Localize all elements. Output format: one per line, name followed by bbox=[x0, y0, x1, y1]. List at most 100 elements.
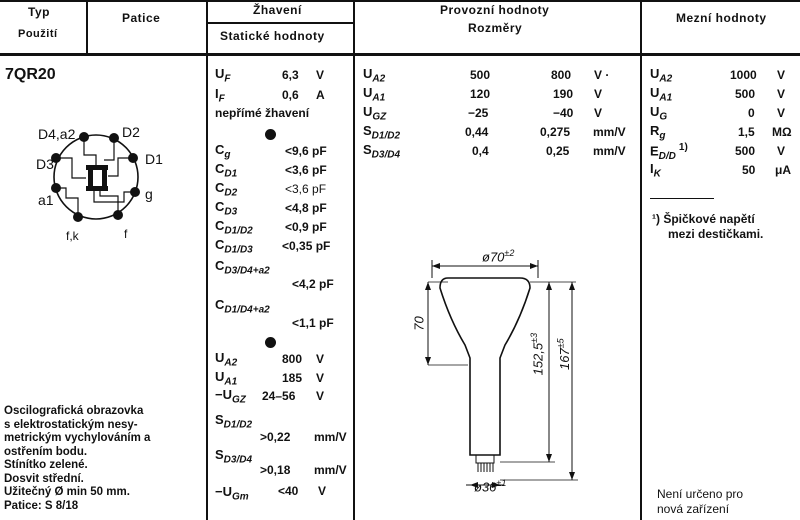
pin-label-fk: f,k bbox=[66, 229, 79, 243]
pin-label-d2: D2 bbox=[122, 124, 140, 140]
header-bottom-rule bbox=[0, 53, 800, 56]
header-rozmery: Rozměry bbox=[468, 21, 523, 35]
cap-symbol: CD1 bbox=[215, 161, 238, 180]
operating-value-1: −25 bbox=[468, 106, 489, 120]
heating-uf-unit: V bbox=[316, 68, 325, 82]
col-rule-2 bbox=[206, 0, 208, 520]
base-pin-diagram bbox=[51, 132, 140, 222]
operating-value-2: −40 bbox=[553, 106, 574, 120]
static-ua2-symbol: UA2 bbox=[215, 350, 238, 369]
cap-symbol: Cg bbox=[215, 142, 231, 161]
limit-value: 1,5 bbox=[738, 125, 755, 139]
notice-line: Není určeno pro bbox=[657, 487, 744, 501]
limit-unit: V bbox=[777, 144, 786, 158]
limit-value: 1000 bbox=[730, 68, 757, 82]
operating-value-1: 120 bbox=[470, 87, 491, 101]
static-ua1-symbol: UA1 bbox=[215, 369, 238, 388]
pin-label-d3: D3 bbox=[36, 156, 54, 172]
header-top-rule bbox=[0, 0, 800, 2]
static-sd12-value: >0,22 bbox=[260, 430, 291, 444]
description-line: Oscilografická obrazovka bbox=[4, 405, 144, 417]
static-ua1-unit: V bbox=[316, 371, 325, 385]
limit-symbol: UA1 bbox=[650, 85, 673, 104]
header-pouziti: Použití bbox=[18, 28, 58, 40]
cap-value: <3,6 pF bbox=[285, 163, 327, 177]
operating-value-2: 0,275 bbox=[540, 125, 571, 139]
static-ugz-unit: V bbox=[316, 389, 325, 403]
bullet-marker bbox=[265, 129, 276, 140]
limit-symbol: IK bbox=[650, 161, 661, 180]
tube-outline-drawing bbox=[425, 260, 578, 488]
operating-value-1: 500 bbox=[470, 68, 491, 82]
col-rule-1 bbox=[86, 0, 88, 54]
operating-unit: V · bbox=[594, 68, 610, 82]
operating-unit: V bbox=[594, 106, 603, 120]
dim-length-2: 167±5 bbox=[555, 338, 572, 370]
cap-value: <9,6 pF bbox=[285, 144, 327, 158]
pin-label-f: f bbox=[124, 227, 128, 241]
static-ua2-unit: V bbox=[316, 352, 325, 366]
col-rule-3 bbox=[353, 0, 355, 520]
operating-unit: mm/V bbox=[593, 144, 626, 158]
operating-value-2: 190 bbox=[553, 87, 574, 101]
cap-symbol: CD3/D4+a2 bbox=[215, 258, 270, 277]
limit-unit: MΩ bbox=[772, 125, 792, 139]
heating-if-unit: A bbox=[316, 88, 325, 102]
static-sd34-symbol: SD3/D4 bbox=[215, 447, 253, 466]
cap-value: <0,35 pF bbox=[282, 239, 331, 253]
dim-neck: 70 bbox=[411, 316, 427, 331]
cap-value: <4,8 pF bbox=[285, 201, 327, 215]
footnote-line: mezi destičkami. bbox=[668, 227, 764, 241]
pin-label-d1: D1 bbox=[145, 151, 163, 167]
static-sd12-symbol: SD1/D2 bbox=[215, 412, 253, 431]
operating-value-2: 800 bbox=[551, 68, 572, 82]
bullet-marker bbox=[265, 337, 276, 348]
notice-line: nová zařízení bbox=[657, 502, 730, 516]
pin-label-a1: a1 bbox=[38, 192, 54, 208]
static-ua2-value: 800 bbox=[282, 352, 303, 366]
heating-uf-value: 6,3 bbox=[282, 68, 299, 82]
operating-value-1: 0,44 bbox=[465, 125, 489, 139]
cap-symbol: CD3 bbox=[215, 199, 238, 218]
operating-value-2: 0,25 bbox=[546, 144, 570, 158]
tube-type: 7QR20 bbox=[5, 66, 56, 83]
operating-unit: mm/V bbox=[593, 125, 626, 139]
cap-symbol: CD1/D3 bbox=[215, 237, 253, 256]
description-line: Patice: S 8/18 bbox=[4, 499, 79, 512]
static-ugz-value: 24–56 bbox=[262, 389, 296, 403]
limit-value: 500 bbox=[735, 87, 756, 101]
static-ugm-symbol: −UGm bbox=[215, 484, 249, 503]
heating-uf-symbol: UF bbox=[215, 66, 231, 85]
cap-value: <4,2 pF bbox=[292, 277, 334, 291]
operating-symbol: SD1/D2 bbox=[363, 123, 401, 142]
limit-symbol: ED/D1) bbox=[650, 142, 688, 162]
operating-symbol: UA2 bbox=[363, 66, 386, 85]
cap-value: <3,6 pF bbox=[285, 182, 327, 196]
operating-symbol: UGZ bbox=[363, 104, 387, 123]
description-line: ostřením bodu. bbox=[4, 445, 88, 458]
static-sd12-unit: mm/V bbox=[314, 430, 347, 444]
cap-value: <1,1 pF bbox=[292, 316, 334, 330]
cap-value: <0,9 pF bbox=[285, 220, 327, 234]
static-ugm-value: <40 bbox=[278, 484, 299, 498]
limit-value: 50 bbox=[742, 163, 756, 177]
header-typ: Typ bbox=[28, 5, 50, 19]
pin-label-d4a2: D4,a2 bbox=[38, 126, 76, 142]
description-line: Užitečný Ø min 50 mm. bbox=[4, 486, 130, 498]
static-sd34-unit: mm/V bbox=[314, 463, 347, 477]
footnote: ¹) Špičkové napětí mezi destičkami. bbox=[652, 212, 763, 242]
col-rule-4 bbox=[640, 0, 642, 520]
operating-unit: V bbox=[594, 87, 603, 101]
description-line: Stínítko zelené. bbox=[4, 459, 88, 471]
static-sd34-value: >0,18 bbox=[260, 463, 291, 477]
operating-symbol: SD3/D4 bbox=[363, 142, 401, 161]
limit-value: 0 bbox=[748, 106, 755, 120]
footnote-line: ¹) Špičkové napětí bbox=[652, 212, 755, 226]
notice: Není určeno pro nová zařízení bbox=[657, 487, 743, 517]
header-staticke: Statické hodnoty bbox=[220, 29, 325, 43]
static-ugz-symbol: −UGZ bbox=[215, 387, 246, 406]
limit-unit: V bbox=[777, 68, 786, 82]
dim-base: ø36±1 bbox=[474, 478, 507, 495]
limit-value: 500 bbox=[735, 144, 756, 158]
pin-label-g: g bbox=[145, 186, 153, 202]
